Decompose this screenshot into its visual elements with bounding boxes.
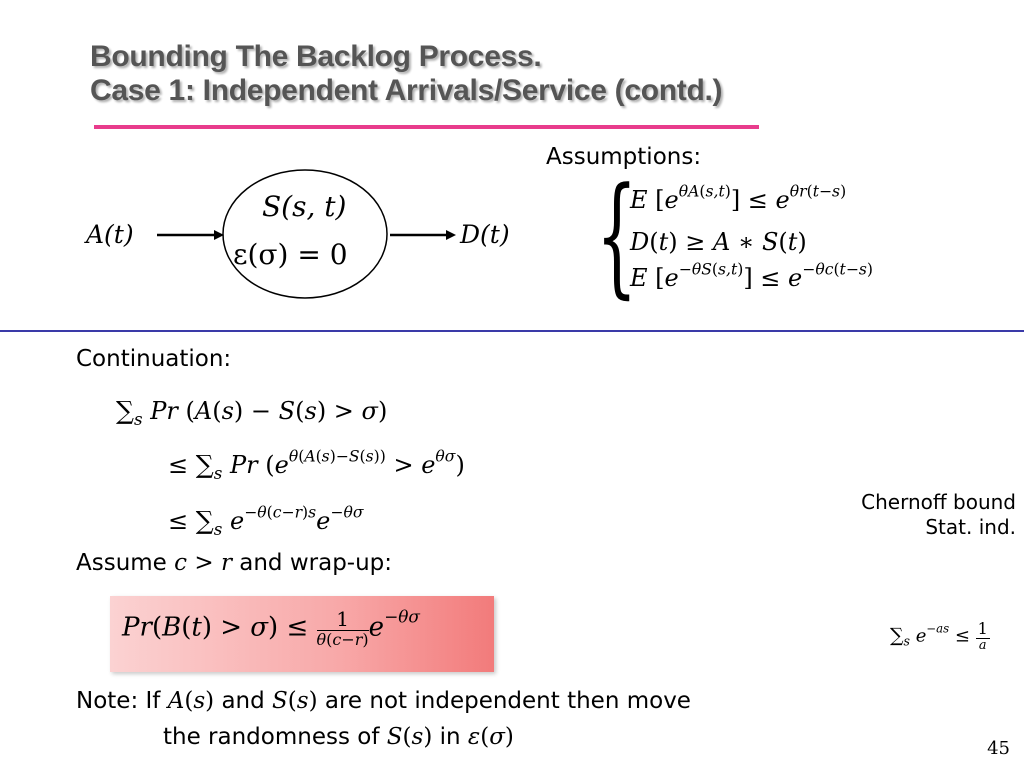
result-formula: Pr(B(t) > σ) ≤ 1 θ(c−r) e−θσ — [122, 606, 420, 649]
assumptions-heading: Assumptions: — [546, 144, 702, 170]
delay-condition: ε(σ) = 0 — [233, 238, 348, 271]
assumption-service-bound: E [e−θS(s,t)] ≤ e−θc(t−s) — [630, 260, 874, 292]
queue-diagram — [157, 169, 456, 299]
section-divider — [0, 330, 1024, 332]
note-randomness: the randomness of — [163, 724, 380, 750]
slide-title: Bounding The Backlog Process. Case 1: In… — [90, 40, 723, 108]
note-in: in — [439, 724, 461, 750]
server-node — [222, 169, 388, 299]
note-not-independent: are not independent — [324, 688, 560, 714]
wrap-up-text: and wrap-up: — [239, 550, 393, 576]
derivation-line-1: ∑s Pr (A(s) − S(s) > σ) — [116, 396, 388, 429]
departure-arrowhead — [446, 230, 456, 240]
assumption-departure-bound: D(t) ≥ A ∗ S(t) — [630, 228, 807, 256]
derivation-line-2: ≤ ∑s Pr (eθ(A(s)−S(s)) > eθσ) — [168, 447, 465, 483]
arrival-label: A(t) — [86, 220, 134, 249]
note-line-1: Note: If A(s) and S(s) are not independe… — [76, 688, 691, 714]
title-underline — [94, 125, 759, 129]
departure-label: D(t) — [460, 220, 510, 249]
derivation-annotations: Chernoff bound Stat. ind. — [836, 490, 1016, 540]
title-line-2: Case 1: Independent Arrivals/Service (co… — [90, 74, 723, 107]
arrival-arrowhead — [214, 230, 224, 240]
continuation-heading: Continuation: — [76, 346, 232, 372]
note-if: If — [145, 688, 161, 714]
note-line-2: the randomness of S(s) in ε(σ) — [163, 724, 514, 750]
chernoff-annotation: Chernoff bound — [861, 490, 1016, 514]
note-and: and — [221, 688, 265, 714]
title-line-1: Bounding The Backlog Process. — [90, 40, 542, 73]
server-label: S(s, t) — [262, 190, 347, 223]
note-then-move: then move — [567, 688, 691, 714]
result-fraction: 1 θ(c−r) — [316, 607, 369, 649]
note-label: Note: — [76, 688, 139, 714]
assume-line: Assume c > r and wrap-up: — [76, 550, 393, 576]
result-box — [110, 596, 494, 672]
assume-word: Assume — [76, 550, 167, 576]
assumptions-brace: { — [596, 159, 638, 311]
page-number: 45 — [987, 738, 1010, 759]
assumption-arrival-bound: E [eθA(s,t)] ≤ eθr(t−s) — [630, 182, 847, 214]
independence-annotation: Stat. ind. — [925, 515, 1016, 539]
derivation-line-3: ≤ ∑s e−θ(c−r)se−θσ — [168, 503, 364, 539]
